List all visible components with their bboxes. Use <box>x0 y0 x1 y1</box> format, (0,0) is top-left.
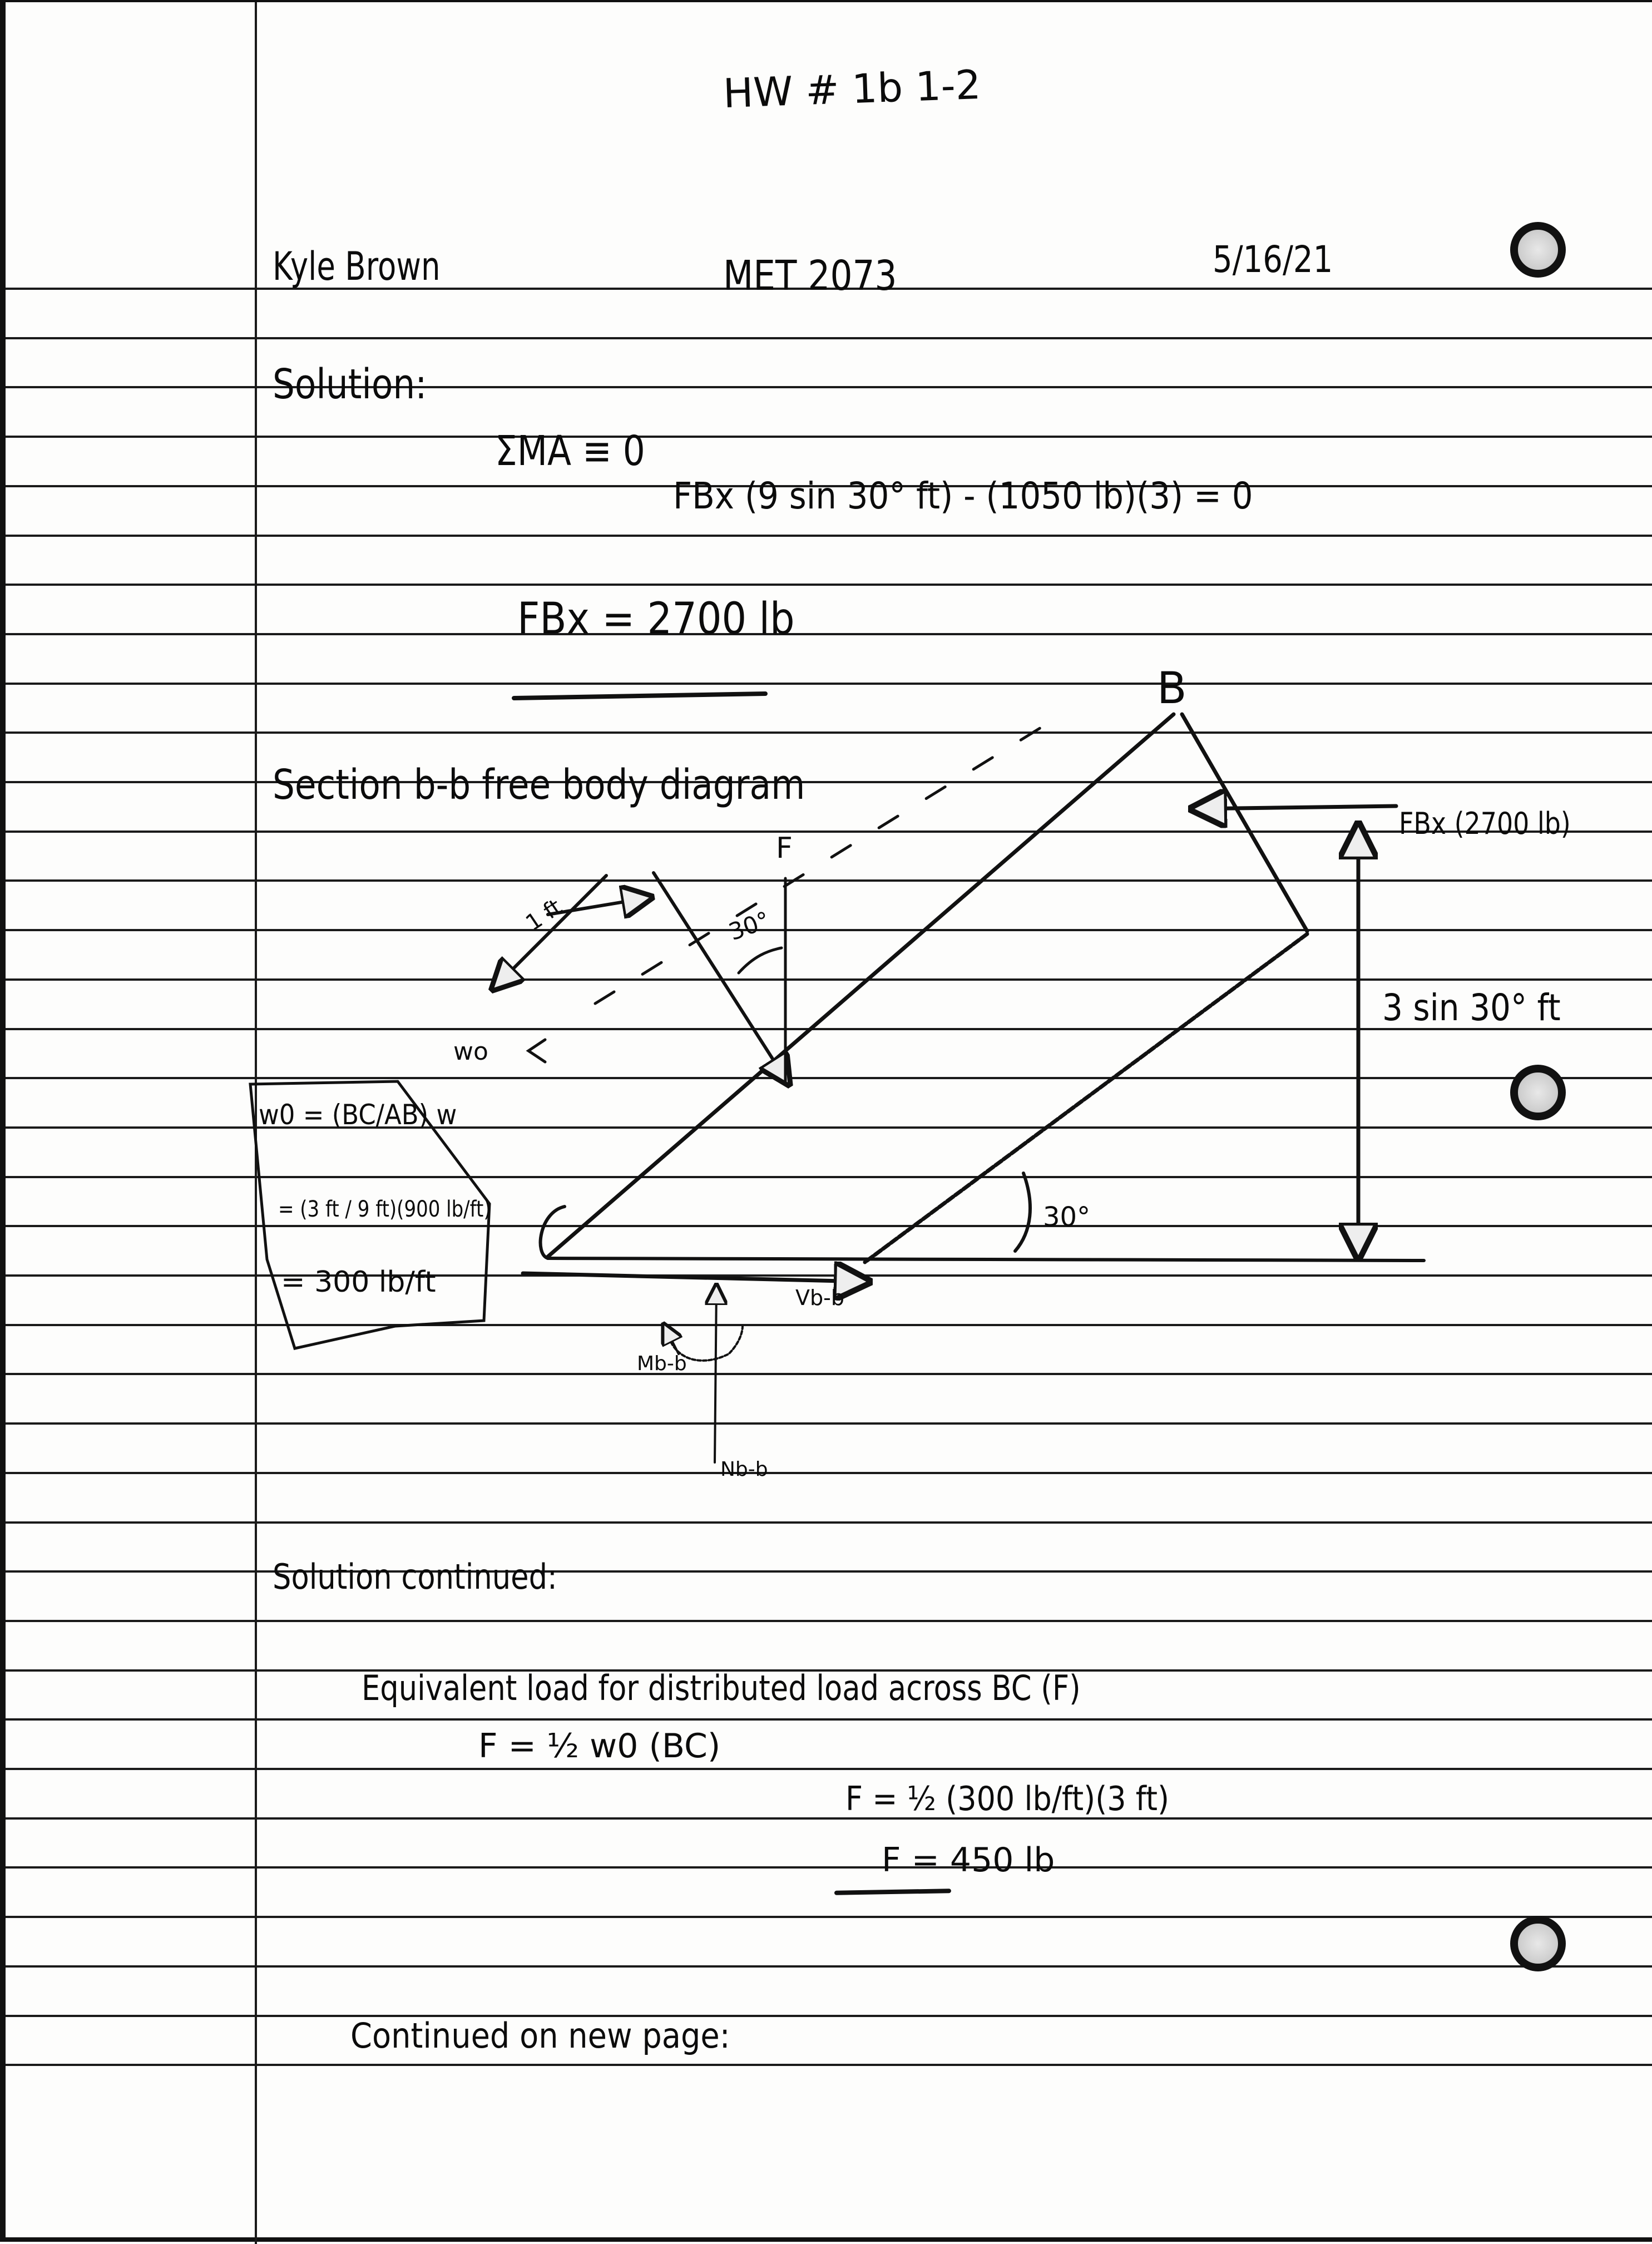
force-f-arrow <box>652 871 787 1081</box>
ruled-line <box>6 1817 1652 1820</box>
point-c-bracket <box>538 1205 566 1260</box>
moment-m-arrowhead <box>665 1326 679 1355</box>
ruled-line <box>6 1521 1652 1524</box>
member-upper-edge <box>863 932 1309 1264</box>
ruled-line <box>6 1028 1652 1030</box>
ruled-line <box>6 386 1652 388</box>
ruled-line <box>6 1422 1652 1425</box>
free-body-diagram <box>249 712 1426 1464</box>
label-height-dimension: 3 sin 30° ft <box>1382 986 1561 1029</box>
continued-label: Solution continued: <box>273 1556 557 1597</box>
normal-n-arrow <box>715 1287 716 1464</box>
ruled-line <box>6 683 1652 685</box>
one-ft-dim-arrow-up <box>546 898 648 915</box>
ruled-line <box>6 1324 1652 1326</box>
member-lower-edge <box>546 712 1176 1259</box>
ruled-line <box>6 1916 1652 1918</box>
w0-substitution: = (3 ft / 9 ft)(900 lb/ft) <box>278 1197 491 1222</box>
continued-note: Continued on new page: <box>350 2015 730 2056</box>
diagram-title: Section b-b free body diagram <box>273 761 805 809</box>
student-name: Kyle Brown <box>273 244 441 289</box>
label-v-bb: Vb-b <box>795 1286 844 1310</box>
w0-result: = 300 lb/ft <box>281 1266 436 1299</box>
ruled-line <box>6 781 1652 783</box>
label-point-b: B <box>1157 664 1187 714</box>
margin-line <box>255 2 257 2244</box>
side-calc-box <box>249 1080 491 1350</box>
ruled-line <box>6 1718 1652 1721</box>
ruled-line <box>6 436 1652 438</box>
moment-balance-equation: FBx (9 sin 30° ft) - (1050 lb)(3) = 0 <box>673 474 1253 517</box>
equivalent-load-result: F = 450 lb <box>882 1841 1055 1880</box>
date: 5/16/21 <box>1213 238 1333 281</box>
angle-arc-top <box>737 946 783 975</box>
label-fbx: FBx (2700 lb) <box>1399 806 1571 841</box>
ruled-line <box>6 1768 1652 1770</box>
ruled-line <box>6 1225 1652 1227</box>
ruled-line <box>6 978 1652 981</box>
ruled-line <box>6 1620 1652 1622</box>
section-cut-line <box>546 1257 1426 1262</box>
ruled-line <box>6 929 1652 931</box>
ruled-line <box>6 879 1652 882</box>
ruled-line <box>6 1965 1652 1968</box>
w0-formula: w0 = (BC/AB) w <box>259 1099 457 1131</box>
ruled-line <box>6 1126 1652 1129</box>
ruled-line <box>6 1570 1652 1573</box>
ruled-line <box>6 731 1652 734</box>
course-code: MET 2073 <box>723 252 897 300</box>
label-n-bb: Nb-b <box>720 1458 768 1481</box>
moment-equation: ΣMA ≡ 0 <box>495 427 645 475</box>
solution-label: Solution: <box>273 360 427 408</box>
ruled-line <box>6 535 1652 537</box>
ruled-line <box>6 584 1652 586</box>
label-m-bb: Mb-b <box>637 1352 687 1375</box>
label-angle-bottom: 30° <box>1043 1202 1091 1233</box>
w0-pointer <box>526 1038 547 1064</box>
ruled-line <box>6 1274 1652 1277</box>
equivalent-load-substitution: F = ½ (300 lb/ft)(3 ft) <box>845 1780 1170 1818</box>
distributed-load-guide <box>593 713 1064 1005</box>
ruled-line <box>6 1077 1652 1079</box>
label-w0: wo <box>453 1037 488 1066</box>
ruled-line <box>6 288 1652 290</box>
shear-v-arrow <box>521 1273 865 1282</box>
ruled-line <box>6 1176 1652 1178</box>
ruled-line <box>6 485 1652 487</box>
member-end-edge <box>1180 712 1309 933</box>
ruled-line <box>6 1373 1652 1375</box>
ruled-line <box>6 2064 1652 2066</box>
fbx-arrow <box>1196 806 1398 809</box>
angle-arc-bottom <box>1013 1172 1032 1253</box>
ruled-line <box>6 1866 1652 1869</box>
ruled-line <box>6 1669 1652 1672</box>
equivalent-load-formula: F = ½ w0 (BC) <box>478 1727 721 1766</box>
ruled-line <box>6 2015 1652 2017</box>
ruled-line <box>6 1472 1652 1474</box>
ruled-line <box>6 633 1652 635</box>
equivalent-load-description: Equivalent load for distributed load acr… <box>362 1668 1081 1708</box>
one-ft-dim-arrow-down <box>495 874 608 987</box>
ruled-line <box>6 831 1652 833</box>
fbx-result: FBx = 2700 lb <box>517 594 795 644</box>
label-force-f: F <box>776 832 793 865</box>
ruled-line <box>6 337 1652 339</box>
